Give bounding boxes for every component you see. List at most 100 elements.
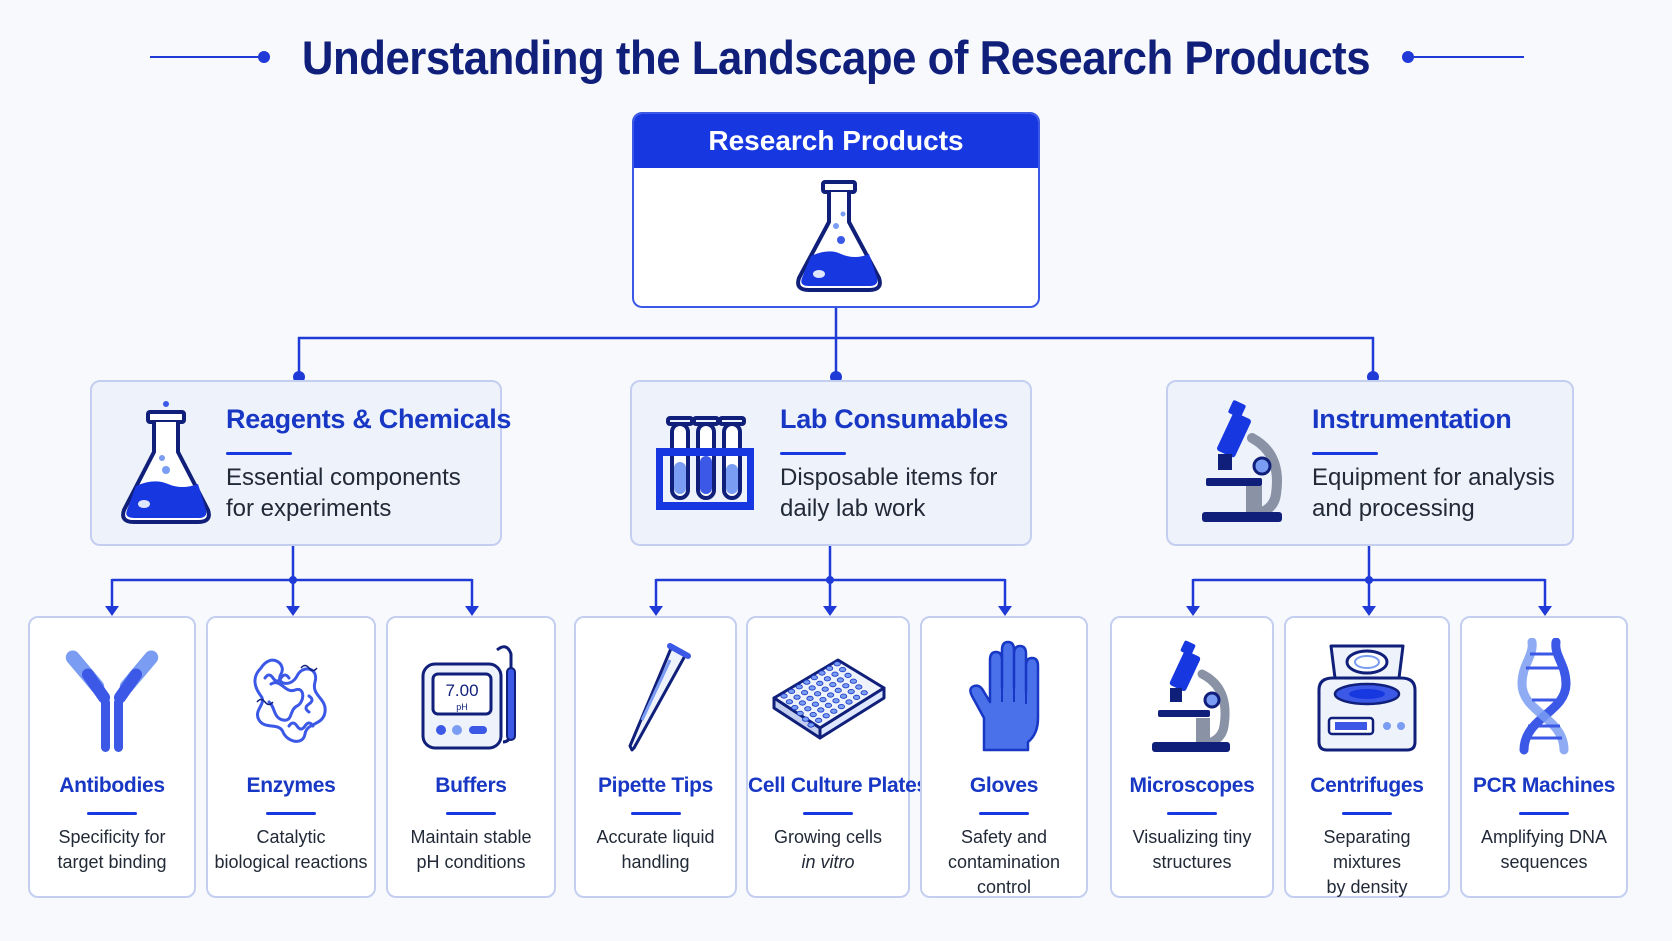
category-reagents: Reagents & Chemicals Essential component… [90, 380, 511, 546]
description-line: contamination control [947, 852, 1061, 897]
product-rule [1167, 812, 1217, 815]
description-line: Catalytic [256, 827, 326, 847]
description-line: Equipment for analysis [1312, 464, 1555, 491]
plate-well [853, 694, 861, 701]
centrifuge-icon [1317, 644, 1417, 752]
plate-well [844, 672, 852, 679]
plate-well [831, 671, 839, 677]
plate-well [818, 670, 826, 676]
plate-well [817, 707, 825, 713]
plate-well [811, 701, 820, 707]
plate-well [829, 681, 837, 688]
description-line: Safety and [960, 827, 1048, 847]
plate-well [804, 706, 812, 712]
plate-well [825, 665, 834, 671]
plate-well [806, 695, 814, 702]
category-rule [780, 452, 846, 455]
product-description: Accurate liquid handling [580, 825, 731, 875]
product-description: Growing cells in vitro [752, 825, 904, 875]
plate-well [832, 698, 840, 704]
plate-well [808, 685, 816, 691]
plate-well [798, 700, 807, 706]
plate-well [800, 689, 809, 696]
pipette-tip-icon [628, 643, 691, 752]
plate-well [816, 680, 824, 687]
description-line: Growing cells [773, 827, 883, 847]
product-title: Centrifuges [1310, 774, 1424, 797]
product-title: Pipette Tips [597, 774, 714, 797]
product-enzymes: Enzymes Catalytic biological reactions [206, 616, 376, 898]
category-description: Equipment for analysis and processing [1312, 462, 1555, 524]
plate-well [855, 684, 863, 690]
plate-well [813, 691, 822, 697]
plate-well [860, 690, 868, 696]
plate-well [787, 688, 796, 695]
description-line: Maintain stable [410, 827, 532, 847]
product-description: Amplifying DNA sequences [1466, 825, 1622, 875]
description-line: Essential components [226, 464, 461, 491]
product-rule [1342, 812, 1392, 815]
category-rule [1312, 452, 1378, 455]
description-line: Amplifying DNA [1480, 827, 1608, 847]
product-rule [266, 812, 316, 815]
product-gloves: Gloves Safety and contamination control [920, 616, 1088, 898]
plate-well [785, 699, 793, 705]
category-title: Lab Consumables [780, 404, 1009, 434]
ph-meter-icon: 7.00 pH [421, 645, 516, 750]
plate-well [810, 674, 819, 681]
description-line: Disposable items for [780, 464, 998, 491]
plate-well [834, 687, 842, 694]
plate-well [803, 679, 811, 685]
title-right-line [1412, 56, 1524, 58]
meter-reading: 7.00 [445, 681, 478, 700]
product-rule [87, 812, 137, 815]
plate-well [809, 712, 817, 718]
category-description: Essential components for experiments [226, 462, 461, 524]
plate-well [793, 694, 801, 700]
plate-well [849, 678, 858, 684]
description-line: sequences [1500, 852, 1588, 872]
description-line: Accurate liquid [596, 827, 715, 847]
product-description: Maintain stable pH conditions [392, 825, 550, 875]
category-title: Reagents & Chemicals [226, 404, 512, 434]
product-description: Separating mixtures by density [1290, 825, 1444, 900]
product-description: Visualizing tiny structures [1116, 825, 1268, 875]
plate-well [839, 666, 847, 673]
description-line: pH conditions [416, 852, 526, 872]
product-cell-culture-plates: Cell Culture Plates Growing cells in vit… [746, 616, 928, 898]
meter-unit: pH [456, 702, 468, 712]
plate-well [795, 684, 803, 690]
product-rule [630, 812, 681, 815]
product-title: Buffers [435, 774, 507, 797]
product-pipette-tips: Pipette Tips Accurate liquid handling [574, 616, 737, 898]
product-title: Cell Culture Plates [748, 774, 928, 797]
product-title: Gloves [969, 774, 1039, 797]
description-line: daily lab work [780, 495, 926, 522]
product-rule [446, 812, 496, 815]
category-instrumentation: Instrumentation Equipment for analysis a… [1166, 380, 1574, 546]
protein-icon [253, 658, 327, 743]
description-line: target binding [57, 852, 167, 872]
plate-well [826, 692, 835, 698]
title-left-dot [258, 51, 270, 63]
plate-well [845, 699, 853, 705]
category-title: Instrumentation [1312, 404, 1512, 434]
plate-well [836, 677, 845, 683]
description-line: for experiments [226, 495, 392, 522]
product-description: Safety and contamination control [926, 825, 1082, 900]
root-label: Research Products [634, 114, 1038, 168]
plate-well [791, 705, 799, 711]
product-antibodies: Antibodies Specificity for target bindin… [28, 616, 196, 898]
plate-well [822, 713, 830, 719]
plate-well [821, 686, 829, 692]
test-tube-rack-icon [656, 416, 754, 510]
plate-well [840, 693, 848, 699]
product-pcr-machines: PCR Machines Amplifying DNA sequences [1460, 616, 1628, 898]
product-centrifuges: Centrifuges Separating mixtures by densi… [1284, 616, 1450, 898]
title-left-line [150, 56, 260, 58]
product-title: PCR Machines [1472, 774, 1616, 797]
description-line: structures [1152, 852, 1232, 872]
description-line: by density [1326, 877, 1408, 897]
antibody-icon [65, 650, 159, 752]
